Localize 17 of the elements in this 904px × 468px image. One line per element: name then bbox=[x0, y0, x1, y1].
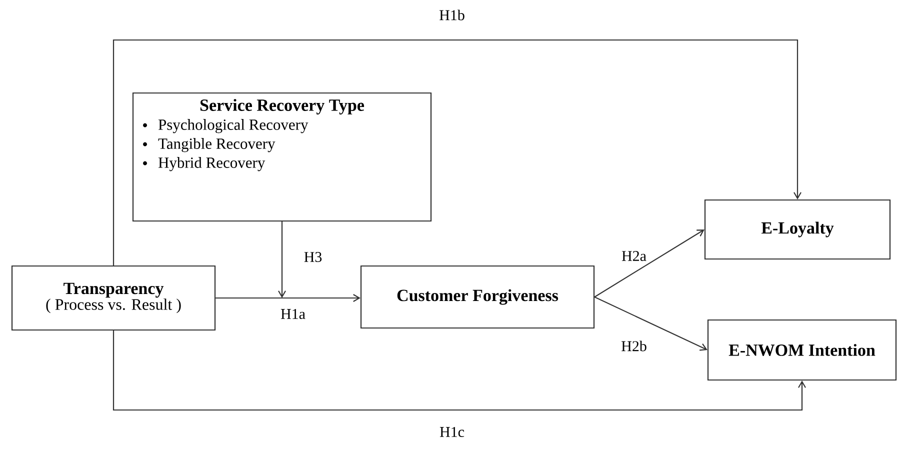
edge-label: H2b bbox=[620, 340, 648, 352]
arrow bbox=[112, 330, 806, 411]
arrow bbox=[112, 39, 802, 266]
edge-label: H2a bbox=[620, 250, 648, 262]
variable-box: Service Recovery Type Psychological Recovery Tangible Recovery Hybrid Recovery bbox=[132, 92, 432, 222]
variable-box: E-NWOM Intention bbox=[707, 319, 897, 381]
edge-label: H1a bbox=[280, 308, 306, 320]
variable-box: Customer Forgiveness bbox=[360, 265, 595, 329]
arrow bbox=[594, 296, 708, 351]
arrow bbox=[216, 294, 360, 302]
edge-label: H3 bbox=[302, 250, 324, 264]
variable-box: Transparency ( Process vs. Result ) bbox=[11, 265, 216, 331]
edge-label: H1b bbox=[438, 8, 466, 22]
arrow bbox=[594, 230, 704, 298]
arrow bbox=[278, 221, 286, 298]
edge-label: H1c bbox=[438, 426, 466, 438]
variable-box: E-Loyalty bbox=[704, 199, 891, 260]
